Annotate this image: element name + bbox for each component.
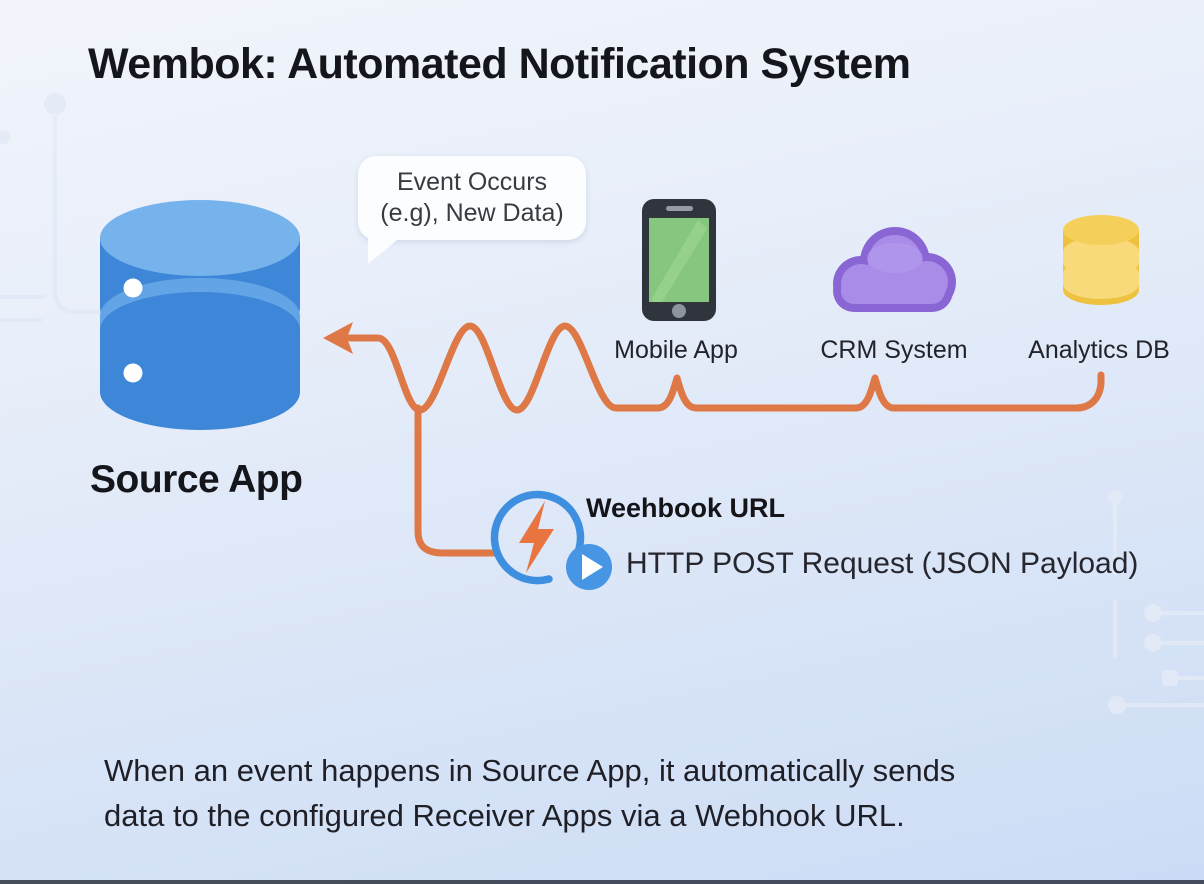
caption-line1: When an event happens in Source App, it … — [104, 753, 956, 788]
crm-cloud-icon — [833, 227, 956, 312]
play-icon — [566, 544, 612, 590]
source-db-icon — [100, 200, 300, 430]
phone-home-button-icon — [672, 304, 686, 318]
event-bubble-line2: (e.g), New Data) — [380, 199, 564, 227]
webhook-ring-icon — [490, 490, 585, 585]
lightning-icon — [519, 501, 554, 573]
analytics-db-label: Analytics DB — [1028, 336, 1170, 364]
caption-line2: data to the configured Receiver Apps via… — [104, 798, 905, 833]
bottom-edge — [0, 880, 1204, 884]
caption: When an event happens in Source App, it … — [104, 748, 955, 838]
webhook-icon — [490, 490, 612, 590]
mobile-app-icon — [642, 199, 716, 321]
event-bubble-tail — [368, 236, 402, 264]
webhook-subtitle: HTTP POST Request (JSON Payload) — [626, 547, 1139, 580]
webhook-branch-path — [414, 404, 501, 557]
event-bubble-line1: Event Occurs — [396, 168, 548, 196]
event-bubble: Event Occurs (e.g), New Data) — [358, 156, 586, 240]
mobile-app-label: Mobile App — [614, 336, 738, 364]
wave-connector-path — [346, 322, 1105, 414]
webhook-title: Weehbook URL — [586, 493, 786, 523]
arrow-left-icon — [323, 322, 353, 354]
crm-system-label: CRM System — [820, 336, 968, 364]
page-title: Wembok: Automated Notification System — [88, 40, 911, 88]
phone-speaker-icon — [666, 206, 693, 211]
source-app-label: Source App — [90, 458, 303, 501]
analytics-db-icon — [1063, 215, 1139, 305]
